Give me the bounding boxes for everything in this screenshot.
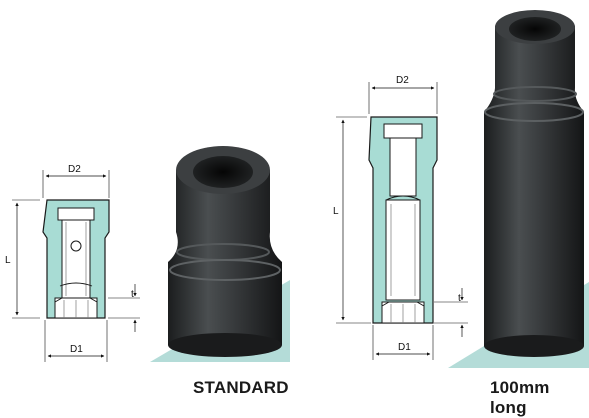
long-label-d2: D2 xyxy=(396,75,409,86)
caption-standard: STANDARD xyxy=(193,378,289,397)
long-section-drawing xyxy=(336,82,468,360)
long-label-d1: D1 xyxy=(398,342,411,353)
standard-socket-image xyxy=(168,146,282,357)
long-label-t: t xyxy=(458,293,461,304)
standard-label-t: t xyxy=(131,289,134,300)
long-label-l: L xyxy=(333,206,339,217)
long-socket-image xyxy=(484,10,584,357)
standard-section-drawing xyxy=(12,170,140,362)
standard-label-l: L xyxy=(5,255,11,266)
product-diagram: D2 L D1 t xyxy=(5,10,589,368)
standard-label-d2: D2 xyxy=(68,164,81,175)
standard-label-d1: D1 xyxy=(70,344,83,355)
caption-100mm-long: 100mm long xyxy=(490,378,550,417)
